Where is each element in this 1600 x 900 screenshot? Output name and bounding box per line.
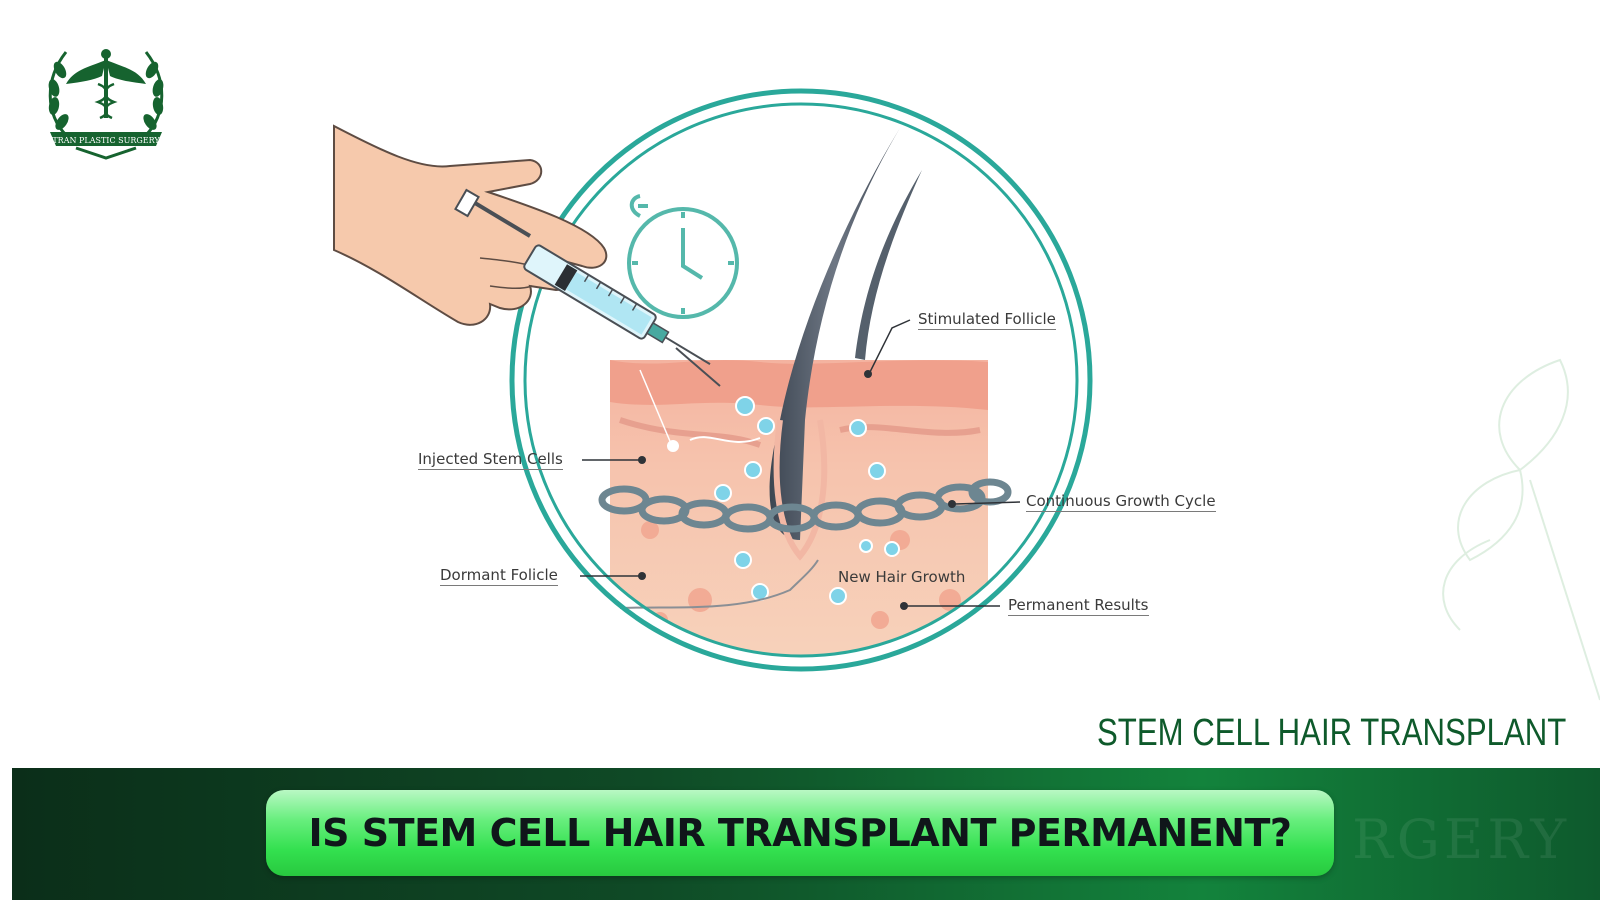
stem-cell-illustration bbox=[333, 88, 1600, 701]
clock-icon bbox=[627, 194, 739, 319]
hair-strand-icon bbox=[769, 128, 922, 561]
banner-watermark: RGERY bbox=[1352, 808, 1570, 871]
label-new-hair-growth: New Hair Growth bbox=[838, 568, 966, 586]
label-dormant-follicle: Dormant Folicle bbox=[440, 566, 558, 586]
leader-lines bbox=[580, 319, 1021, 607]
section-subtitle: STEM CELL HAIR TRANSPLANT bbox=[1096, 712, 1566, 754]
headline-text: IS STEM CELL HAIR TRANSPLANT PERMANENT? bbox=[308, 811, 1292, 855]
logo-text: TRAN PLASTIC SURGERY bbox=[52, 136, 160, 145]
inner-ring bbox=[523, 102, 1079, 658]
clinic-logo: TRAN PLASTIC SURGERY bbox=[48, 49, 164, 160]
hand-icon bbox=[333, 124, 608, 326]
label-continuous-growth-cycle: Continuous Growth Cycle bbox=[1026, 492, 1216, 512]
label-stimulated-follicle: Stimulated Follicle bbox=[918, 310, 1056, 330]
outer-ring bbox=[509, 88, 1093, 672]
decorative-leaves bbox=[1442, 358, 1600, 701]
stem-cell-bubbles bbox=[667, 396, 900, 605]
label-injected-stem-cells: Injected Stem Cells bbox=[418, 450, 563, 470]
headline-pill: IS STEM CELL HAIR TRANSPLANT PERMANENT? bbox=[266, 790, 1334, 876]
label-permanent-results: Permanent Results bbox=[1008, 596, 1149, 616]
chain-icon bbox=[598, 478, 1012, 533]
syringe-icon bbox=[454, 188, 721, 447]
